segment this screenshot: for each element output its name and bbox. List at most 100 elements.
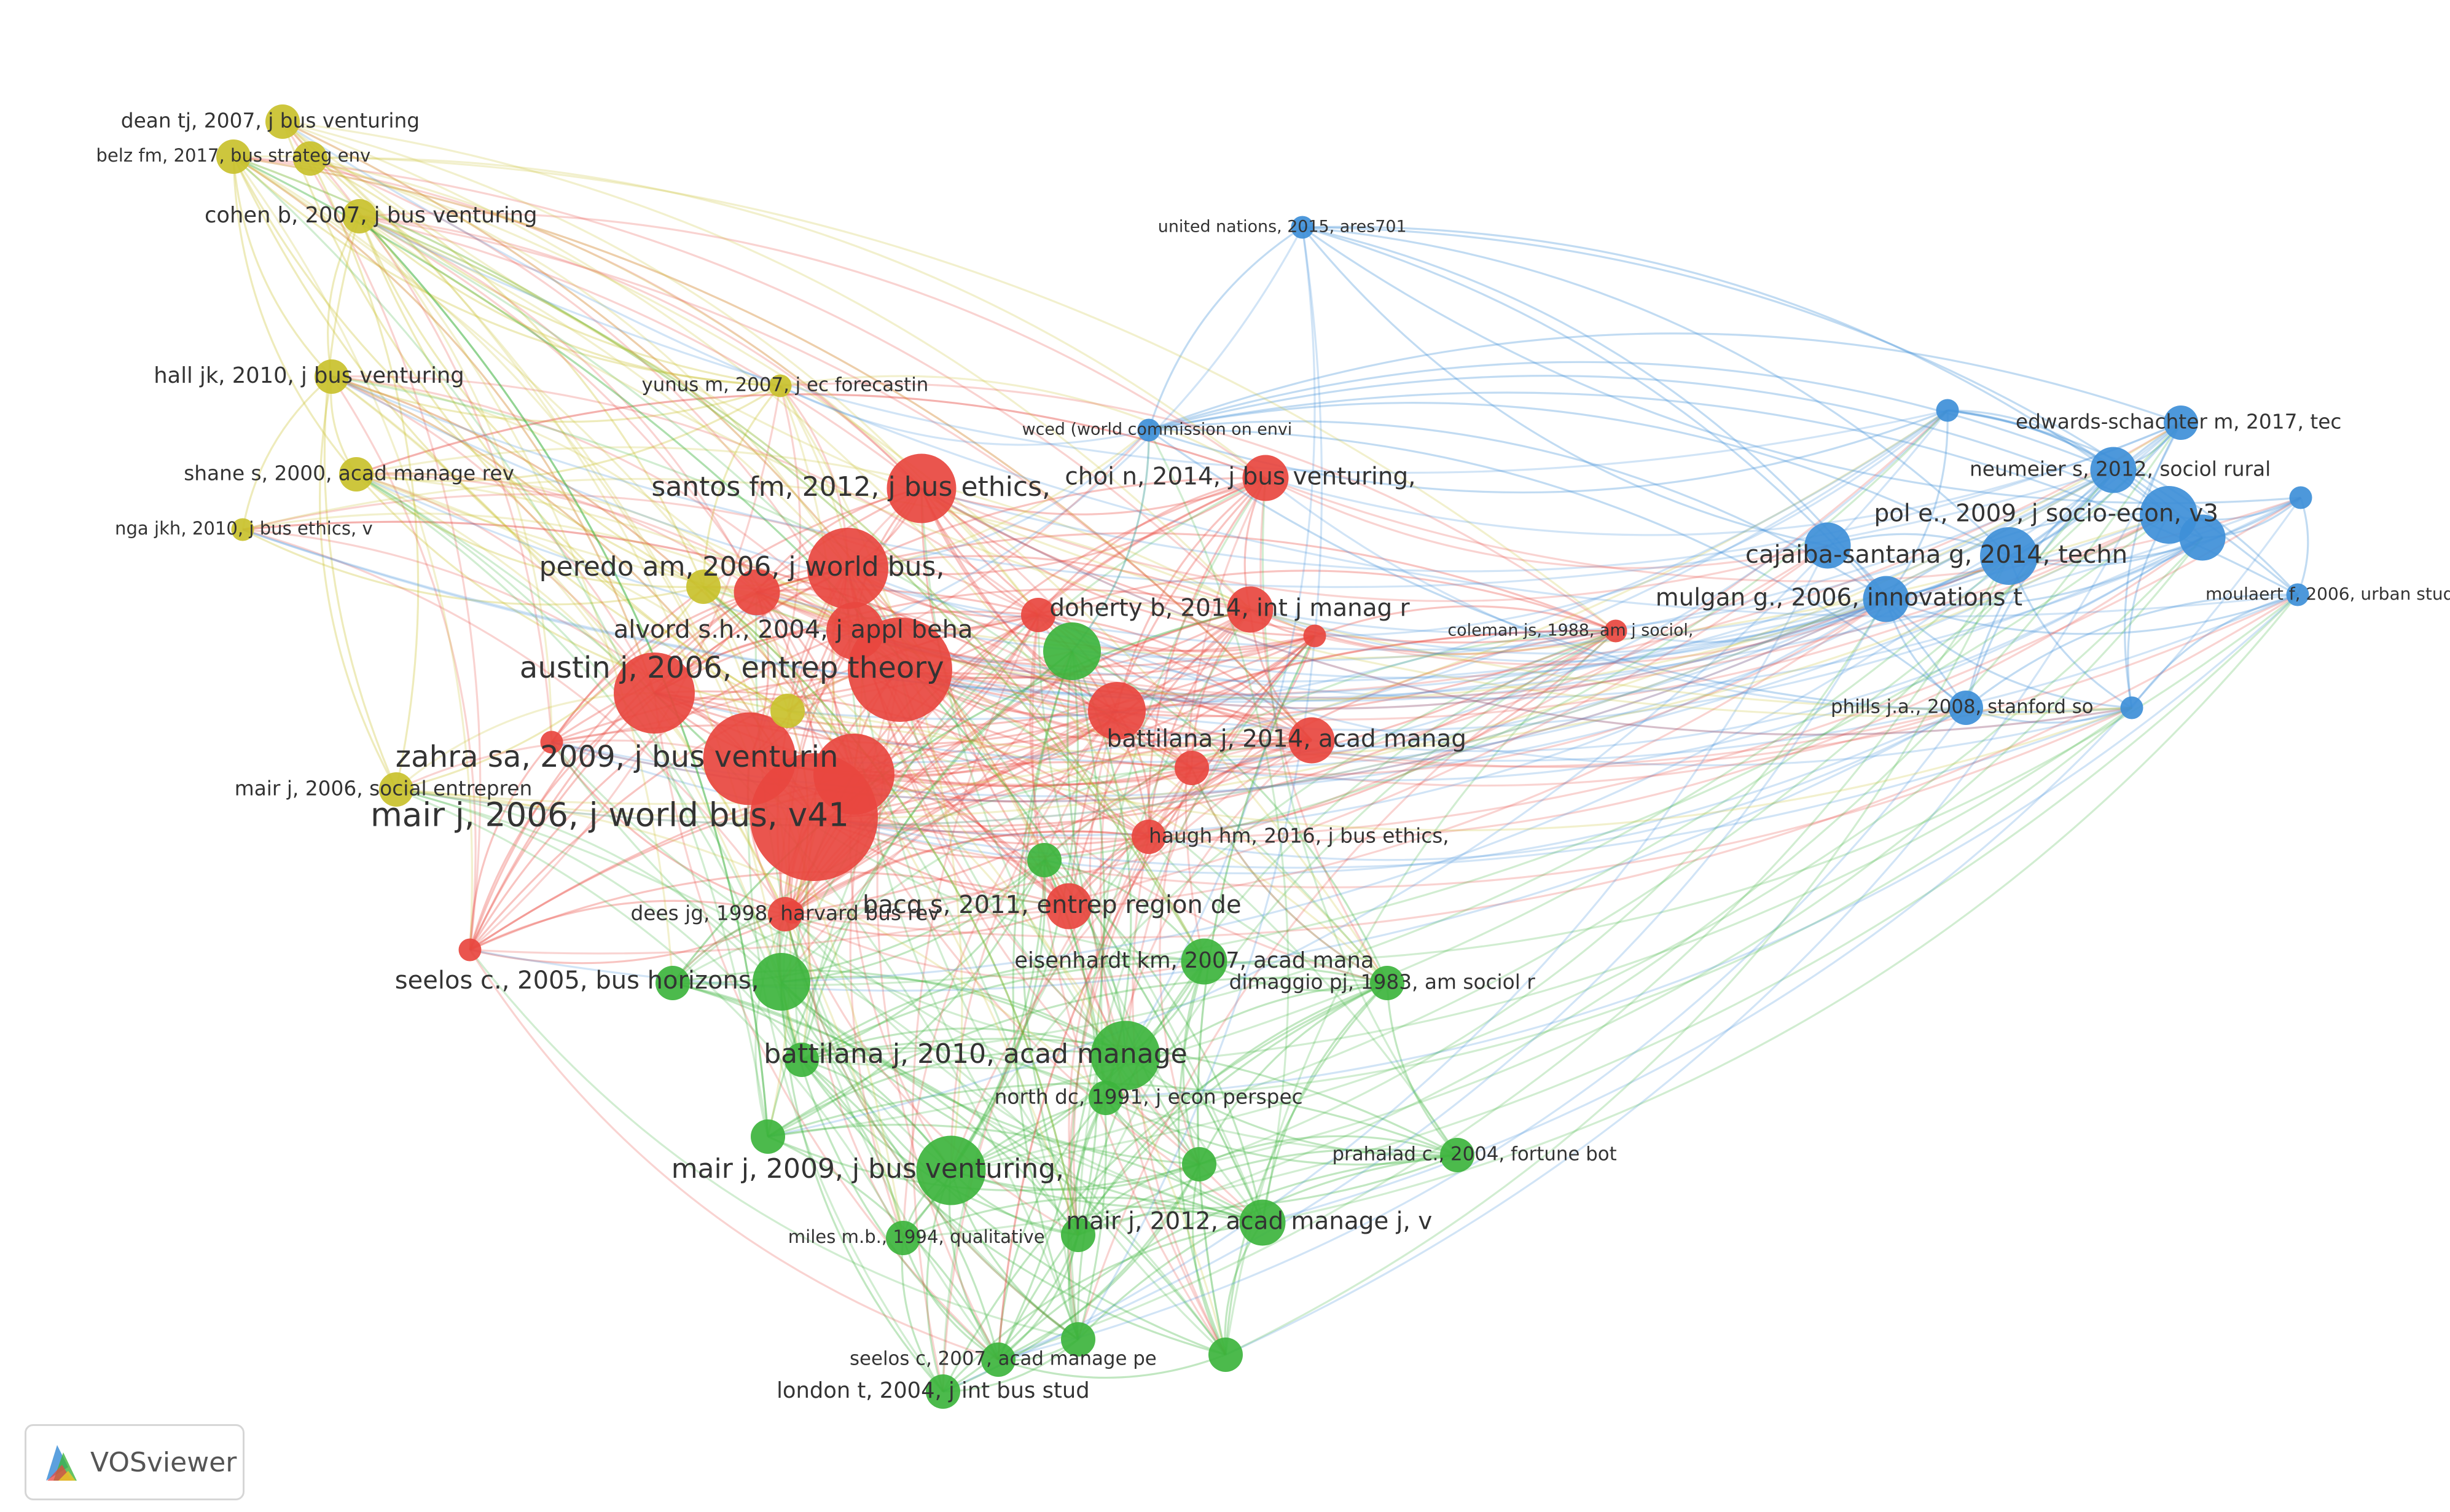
network-node-battilana2014[interactable] <box>1288 717 1335 764</box>
network-edge <box>550 742 793 914</box>
network-node-yellow_u1[interactable] <box>770 694 805 728</box>
network-node-yellow_u2[interactable] <box>686 570 721 604</box>
network-node-red_u9[interactable] <box>1303 624 1326 648</box>
network-edge <box>672 514 2169 987</box>
network-edge <box>1225 555 2010 1356</box>
network-node-mulgan2006[interactable] <box>1863 576 1909 622</box>
network-edge <box>1125 1054 1458 1157</box>
network-node-dean2007[interactable] <box>265 104 300 139</box>
network-edge <box>396 469 2114 827</box>
network-node-london2004[interactable] <box>926 1374 960 1409</box>
vosviewer-badge[interactable]: VOSviewer <box>25 1424 245 1500</box>
network-edge <box>1068 739 1312 907</box>
network-node-coleman1988[interactable] <box>1604 619 1627 643</box>
network-node-nga2010[interactable] <box>231 518 254 541</box>
network-node-bacq2011[interactable] <box>1046 883 1092 930</box>
network-node-red_u4[interactable] <box>734 569 780 616</box>
network-node-cajaiba2014[interactable] <box>1980 527 2038 585</box>
network-node-choi2014[interactable] <box>1242 455 1289 501</box>
network-node-doherty2014[interactable] <box>1227 586 1274 633</box>
network-node-santos2012[interactable] <box>886 453 957 523</box>
network-edge <box>331 376 477 950</box>
network-edge <box>233 155 1313 742</box>
network-edge <box>233 155 656 694</box>
network-node-yunus2007[interactable] <box>769 374 792 398</box>
network-edge <box>998 707 1967 1361</box>
network-node-yellow_u3[interactable] <box>293 141 327 176</box>
network-edge <box>1224 982 1388 1355</box>
network-node-un2015[interactable] <box>1291 216 1314 239</box>
network-node-shane2000[interactable] <box>339 457 374 492</box>
network-edge <box>396 788 1227 1355</box>
network-node-blue_u4[interactable] <box>2289 486 2312 509</box>
network-node-red_u1[interactable] <box>614 652 695 734</box>
network-node-green_u4[interactable] <box>1182 1147 1216 1181</box>
network-node-red_u3[interactable] <box>1088 682 1146 740</box>
network-edge <box>1885 421 2182 600</box>
network-edge <box>1261 477 1458 1156</box>
network-edge <box>1021 651 1079 1236</box>
network-edge <box>359 215 1205 962</box>
network-node-red_u5[interactable] <box>1021 598 1055 632</box>
node-label-coleman1988: coleman js, 1988, am j sociol, <box>1447 621 1693 640</box>
network-edge <box>702 586 1079 1340</box>
network-node-wced[interactable] <box>1137 418 1160 442</box>
network-edge <box>356 473 1887 683</box>
network-edge <box>950 1163 1200 1191</box>
network-node-mair2006b[interactable] <box>379 772 413 807</box>
network-node-miles1994[interactable] <box>886 1221 920 1255</box>
network-node-green_u5[interactable] <box>1061 1218 1095 1252</box>
network-node-red_u10[interactable] <box>781 901 804 924</box>
network-node-green_u2[interactable] <box>785 1043 819 1077</box>
network-node-green_u8[interactable] <box>1061 1322 1095 1357</box>
network-node-north1991[interactable] <box>1089 1081 1123 1115</box>
network-node-moulaert2006[interactable] <box>2286 583 2309 606</box>
network-node-hall2010[interactable] <box>315 359 349 394</box>
network-edge <box>899 630 1616 718</box>
network-node-cohen2007[interactable] <box>342 199 377 233</box>
network-node-blue_u5[interactable] <box>2120 696 2143 719</box>
network-node-red_u7[interactable] <box>540 731 563 754</box>
network-node-belz2017[interactable] <box>216 139 251 174</box>
network-node-green_u9[interactable] <box>1027 843 1062 877</box>
network-node-blue_u3[interactable] <box>1936 399 1959 422</box>
network-node-red_u6[interactable] <box>1175 751 1209 785</box>
network-node-blue_u1[interactable] <box>1804 522 1851 569</box>
network-node-alvord2004[interactable] <box>826 602 884 660</box>
network-edge <box>847 567 1117 712</box>
network-edge <box>672 982 1227 1355</box>
network-node-blue_u2[interactable] <box>2179 514 2226 561</box>
network-node-seelos2007[interactable] <box>981 1342 1016 1377</box>
network-edge <box>310 157 856 632</box>
network-node-prahalad2004[interactable] <box>1440 1138 1474 1172</box>
network-node-green_u3[interactable] <box>751 1119 785 1154</box>
network-edge <box>282 120 1150 837</box>
network-node-red_u2[interactable] <box>813 734 894 815</box>
network-edge <box>331 375 781 423</box>
network-edge <box>998 1353 1226 1379</box>
network-node-mair2009[interactable] <box>916 1135 986 1205</box>
network-node-haugh2016[interactable] <box>1132 820 1166 854</box>
network-node-seelos2005[interactable] <box>753 953 810 1011</box>
network-node-eisenhardt2007[interactable] <box>1181 938 1227 985</box>
network-node-red_u8[interactable] <box>458 938 482 962</box>
network-edge <box>281 121 482 950</box>
network-edge <box>323 216 397 790</box>
network-node-green_u7[interactable] <box>656 966 690 1000</box>
network-node-dimaggio1983[interactable] <box>1370 966 1404 1000</box>
network-node-peredo2006[interactable] <box>807 528 888 609</box>
network-edge <box>242 528 704 606</box>
network-edge <box>672 982 952 1171</box>
network-node-phills2008[interactable] <box>1949 691 1983 725</box>
network-node-neumeier2012[interactable] <box>2090 447 2137 493</box>
network-nodes[interactable] <box>216 104 2312 1409</box>
network-node-mair2012[interactable] <box>1239 1199 1286 1246</box>
network-node-edwards2017[interactable] <box>2164 405 2198 440</box>
network-edge <box>998 598 1887 1361</box>
network-node-green_u1[interactable] <box>1043 622 1101 680</box>
network-node-battilana2010[interactable] <box>1090 1020 1160 1091</box>
node-label-seelos2007: seelos c, 2007, acad manage pe <box>850 1348 1157 1370</box>
network-node-zahra2009[interactable] <box>703 712 796 805</box>
network-node-green_u6[interactable] <box>1208 1338 1243 1372</box>
